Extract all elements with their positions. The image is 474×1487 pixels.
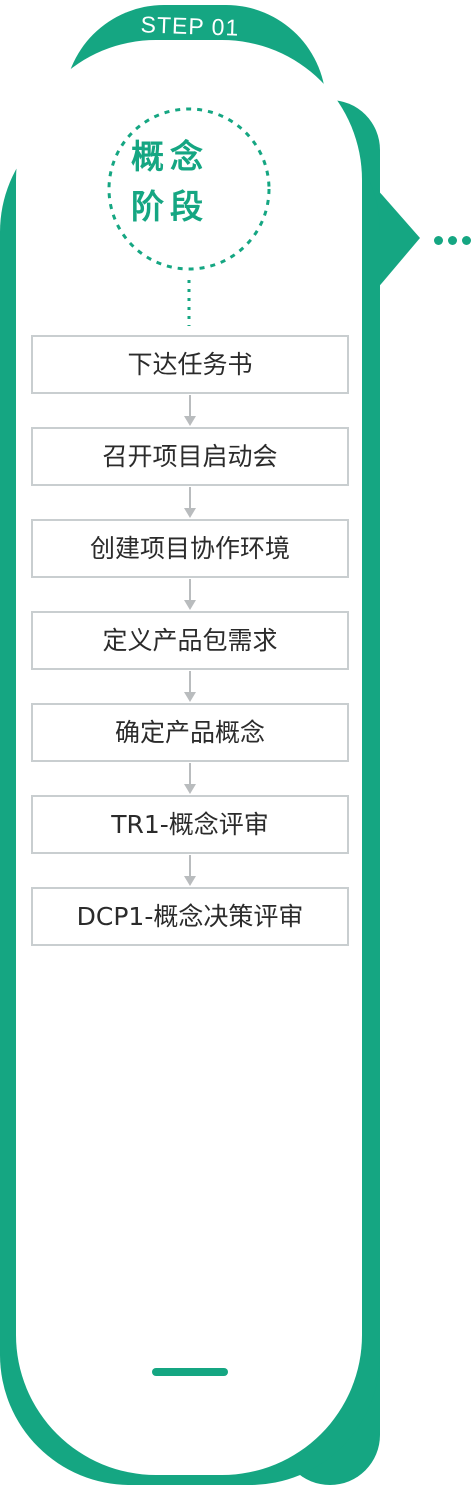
step-label: STEP 01: [140, 11, 240, 41]
bottom-bar: [152, 1368, 228, 1376]
card-pointer: [376, 188, 420, 290]
arrow-3-4: [184, 579, 196, 610]
step-box-1: 下达任务书: [31, 335, 349, 394]
arrow-1-2: [184, 395, 196, 426]
arrow-6-7: [184, 855, 196, 886]
step-box-5: 确定产品概念: [31, 703, 349, 762]
step-box-3: 创建项目协作环境: [31, 519, 349, 578]
stage-title-line-1: 概念: [131, 137, 209, 176]
more-dot-1: [434, 236, 443, 245]
arrow-2-3: [184, 487, 196, 518]
stage-title-ring: [107, 107, 271, 271]
more-dot-3: [462, 236, 471, 245]
arrow-5-6: [184, 763, 196, 794]
more-dot-2: [448, 236, 457, 245]
step-box-7: DCP1-概念决策评审: [31, 887, 349, 946]
stage-title-line-2: 阶段: [131, 187, 209, 226]
step-box-4: 定义产品包需求: [31, 611, 349, 670]
step-arrows: [184, 395, 196, 886]
arrow-4-5: [184, 671, 196, 702]
stage-title: 概念 阶段: [120, 132, 220, 232]
step-box-6: TR1-概念评审: [31, 795, 349, 854]
step-box-2: 召开项目启动会: [31, 427, 349, 486]
